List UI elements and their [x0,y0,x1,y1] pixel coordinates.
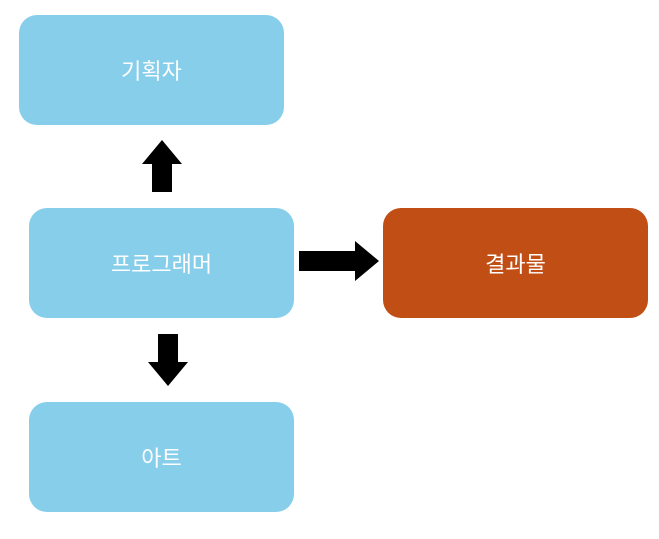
arrow-down-to-art [148,334,188,386]
art-node: 아트 [29,402,294,512]
result-node: 결과물 [383,208,648,318]
arrow-right-to-result [299,241,379,281]
planner-label: 기획자 [121,60,182,85]
planner-node: 기획자 [19,15,284,125]
arrow-up-to-planner [142,140,182,192]
result-label: 결과물 [485,253,546,278]
programmer-node: 프로그래머 [29,208,294,318]
programmer-label: 프로그래머 [110,253,213,278]
art-label: 아트 [141,447,182,472]
